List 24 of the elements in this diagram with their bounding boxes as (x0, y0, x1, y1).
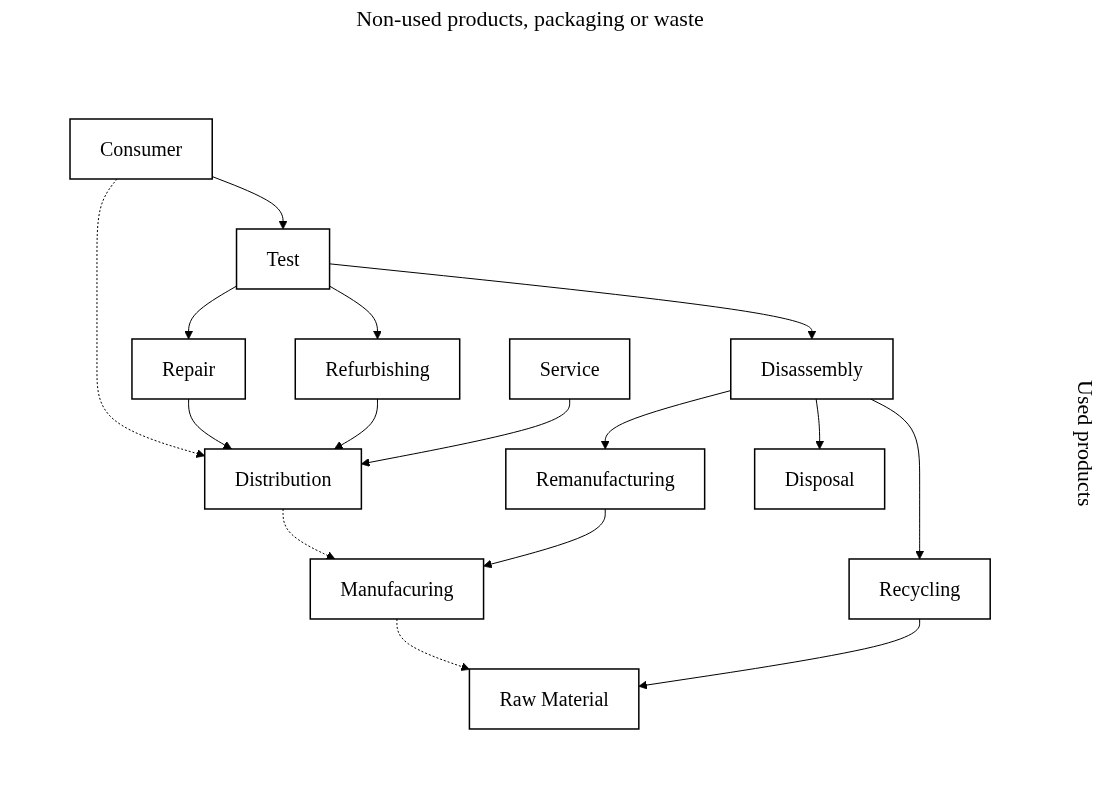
node-box: Refurbishing (294, 338, 461, 400)
arrow (815, 398, 824, 450)
arrow (188, 398, 232, 450)
arrow (211, 176, 288, 230)
arrow (184, 285, 237, 340)
flow-caption: Non-used products, packaging or waste (356, 6, 704, 31)
node-box: Service (508, 338, 631, 400)
arrow (638, 618, 921, 690)
node-box: Repair (131, 338, 246, 400)
node-box: Distribution (203, 448, 362, 510)
arrow (483, 508, 606, 569)
node-box: Disposal (753, 448, 886, 510)
node-box: Consumer (69, 118, 213, 180)
node-box: Recycling (848, 558, 991, 620)
node-box: Disassembly (729, 338, 894, 400)
node-box: Manufacuring (309, 558, 485, 620)
arrow (396, 618, 470, 671)
side-label: Used products (1073, 380, 1098, 507)
node-box: Test (235, 228, 331, 290)
arrow (282, 508, 336, 560)
arrow (334, 398, 378, 450)
node-box: Raw Material (468, 668, 640, 730)
node-box: Remanufacturing (504, 448, 706, 510)
arrow (870, 398, 924, 560)
